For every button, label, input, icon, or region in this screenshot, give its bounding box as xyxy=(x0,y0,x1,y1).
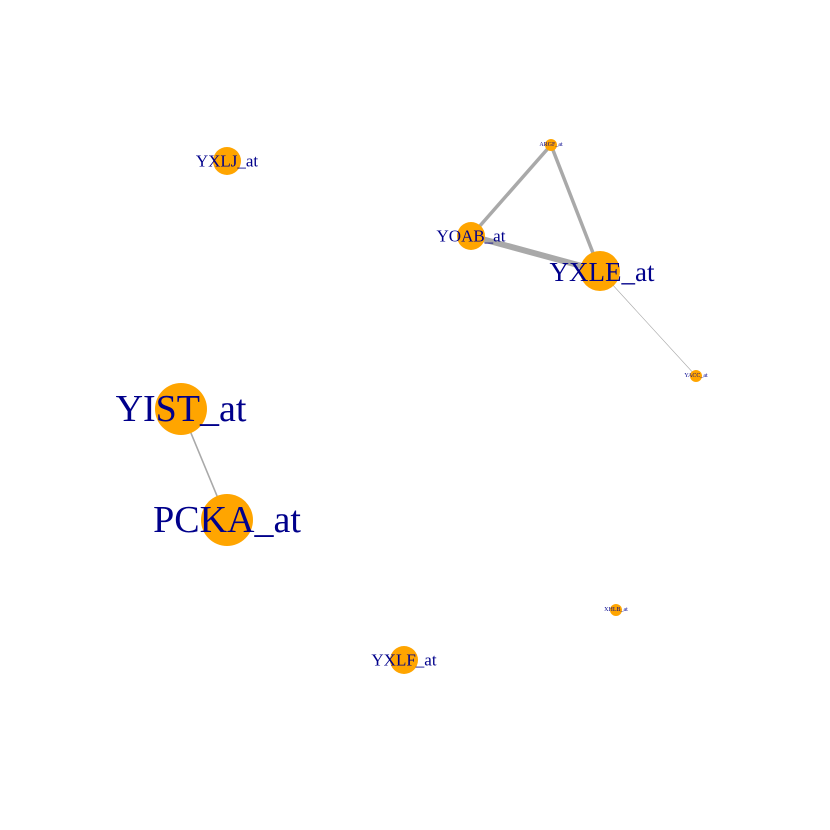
node-yxlj xyxy=(213,147,241,175)
edge-yxle-yacc xyxy=(599,270,697,377)
label-layer: ARGF_atYXLJ_atYOAB_atYXLE_atYACC_atYIST_… xyxy=(116,142,708,670)
node-layer xyxy=(155,139,702,674)
node-label-yxlj: YXLJ_at xyxy=(196,152,259,171)
node-label-yacc: YACC_at xyxy=(684,373,708,379)
node-label-pcka: PCKA_at xyxy=(153,499,301,541)
edge-argf-yxle xyxy=(549,143,602,273)
node-label-yoab: YOAB_at xyxy=(437,227,506,246)
node-label-yxle: YXLE_at xyxy=(550,257,655,287)
node-yacc xyxy=(690,370,702,382)
node-yxle xyxy=(580,251,620,291)
node-yist xyxy=(155,383,207,435)
node-label-yist: YIST_at xyxy=(116,388,247,430)
node-yxlf xyxy=(390,646,418,674)
node-xhlb xyxy=(610,604,622,616)
edge-yoab-yxle xyxy=(468,233,603,274)
node-pcka xyxy=(201,494,253,546)
node-label-argf: ARGF_at xyxy=(539,142,563,148)
edge-layer xyxy=(180,143,697,521)
edge-argf-yoab xyxy=(469,143,553,238)
node-yoab xyxy=(457,222,485,250)
node-label-xhlb: XHLB_at xyxy=(604,607,628,613)
node-argf xyxy=(545,139,557,151)
node-label-yxlf: YXLF_at xyxy=(371,651,436,670)
